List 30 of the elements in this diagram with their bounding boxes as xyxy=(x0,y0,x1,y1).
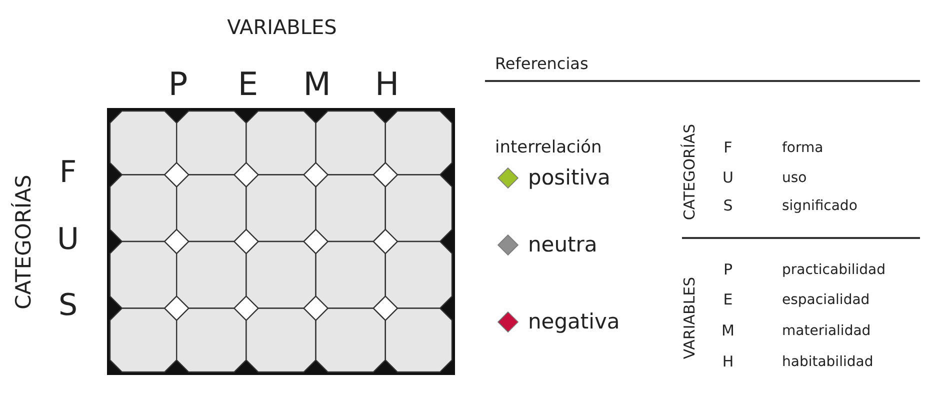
legend-label: negativa xyxy=(528,312,620,332)
abbreviation-letter: E xyxy=(723,292,733,308)
abbreviation-meaning: forma xyxy=(782,141,824,155)
abbreviation-letter: P xyxy=(723,262,733,278)
column-letter: M xyxy=(303,68,331,100)
legend-label: positiva xyxy=(528,168,610,188)
abbreviation-meaning: habitabilidad xyxy=(782,355,874,369)
column-letter: H xyxy=(374,68,400,100)
abbreviation-meaning: espacialidad xyxy=(782,293,870,307)
abbreviation-meaning: uso xyxy=(782,171,807,185)
group-title: CATEGORÍAS xyxy=(682,124,698,220)
row-letter: S xyxy=(58,291,78,322)
section-heading: Referencias xyxy=(495,56,588,72)
abbreviation-meaning: practicabilidad xyxy=(782,263,886,277)
column-letter: E xyxy=(238,68,258,100)
abbreviation-meaning: materialidad xyxy=(782,324,871,338)
abbreviation-meaning: significado xyxy=(782,199,858,213)
legend-heading: interrelación xyxy=(495,140,602,156)
axis-title: CATEGORÍAS xyxy=(14,174,34,310)
abbreviation-letter: F xyxy=(724,140,732,156)
abbreviation-letter: M xyxy=(722,324,734,338)
abbreviation-letter: H xyxy=(722,354,734,370)
row-letter: F xyxy=(59,158,77,188)
abbreviation-letter: S xyxy=(723,198,733,214)
group-title: VARIABLES xyxy=(682,276,698,360)
axis-title: VARIABLES xyxy=(227,17,337,37)
row-letter: U xyxy=(57,224,79,254)
abbreviation-letter: U xyxy=(722,170,734,186)
legend-label: neutra xyxy=(528,234,598,256)
column-letter: P xyxy=(168,68,188,100)
